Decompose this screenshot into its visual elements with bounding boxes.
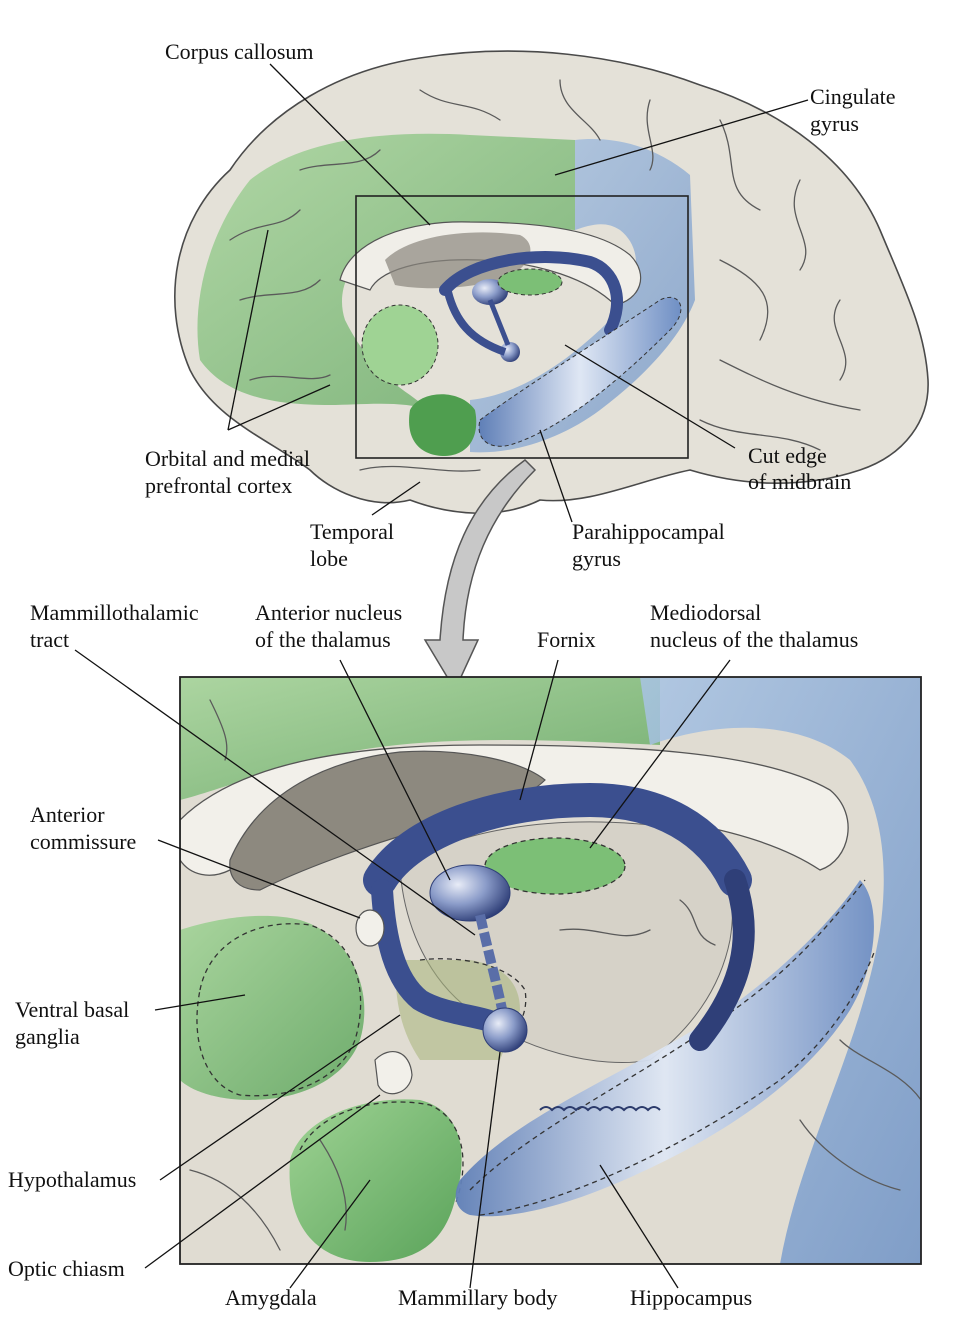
- fornix-small: [439, 251, 624, 336]
- label-anterior-commissure-line1: Anterior: [30, 802, 105, 827]
- label-mediodorsal-line1: Mediodorsal: [650, 600, 761, 625]
- inset-enlarged: [180, 677, 921, 1264]
- label-hippocampus: Hippocampus: [630, 1285, 752, 1310]
- label-cingulate-gyrus-line2: gyrus: [810, 111, 859, 136]
- mediodorsal-small: [497, 268, 563, 296]
- label-anterior-nucleus-line1: Anterior nucleus: [255, 600, 402, 625]
- ventral-basal-ganglia-small: [361, 304, 439, 386]
- label-mediodorsal-line2: nucleus of the thalamus: [650, 627, 858, 652]
- label-anterior-commissure-line2: commissure: [30, 829, 136, 854]
- label-parahippocampal-line1: Parahippocampal: [572, 519, 725, 544]
- leader-lines: [74, 63, 809, 1289]
- label-amygdala: Amygdala: [225, 1285, 317, 1310]
- inset-border: [179, 676, 922, 1265]
- label-ventral-basal-ganglia-line1: Ventral basal: [15, 997, 129, 1022]
- hippocampus-small: [478, 296, 682, 447]
- fornix-descending-small: [444, 290, 507, 356]
- label-optic-chiasm: Optic chiasm: [8, 1256, 125, 1281]
- cingulate-posterior-region: [470, 139, 695, 453]
- label-temporal-lobe-line1: Temporal: [310, 519, 394, 544]
- label-mammillothalamic-line2: tract: [30, 627, 69, 652]
- label-hypothalamus: Hypothalamus: [8, 1167, 136, 1192]
- mammillary-small: [500, 342, 520, 362]
- label-cut-edge-line1: Cut edge: [748, 443, 827, 468]
- prefrontal-region: [197, 133, 575, 410]
- label-corpus-callosum: Corpus callosum: [165, 39, 314, 64]
- label-cut-edge-line2: of midbrain: [748, 469, 851, 494]
- label-orbital-medial-line1: Orbital and medial: [145, 446, 310, 471]
- label-orbital-medial-line2: prefrontal cortex: [145, 473, 292, 498]
- label-fornix: Fornix: [537, 627, 596, 652]
- label-parahippocampal-line2: gyrus: [572, 546, 621, 571]
- anterior-nucleus-small: [472, 279, 508, 305]
- mammillothalamic-small: [487, 299, 511, 346]
- amygdala-small: [409, 394, 477, 456]
- label-ventral-basal-ganglia-line2: ganglia: [15, 1024, 80, 1049]
- label-anterior-nucleus-line2: of the thalamus: [255, 627, 391, 652]
- label-cingulate-gyrus-line1: Cingulate: [810, 84, 896, 109]
- label-temporal-lobe-line2: lobe: [310, 546, 348, 571]
- label-mammillothalamic-line1: Mammillothalamic: [30, 600, 199, 625]
- sulci-overview: [229, 79, 861, 472]
- brain-overview: [174, 50, 929, 514]
- label-mammillary-body: Mammillary body: [398, 1285, 557, 1310]
- inset-frame: [355, 195, 689, 459]
- labels: Corpus callosum Cingulate gyrus Orbital …: [8, 39, 896, 1310]
- lateral-ventricle: [385, 232, 531, 289]
